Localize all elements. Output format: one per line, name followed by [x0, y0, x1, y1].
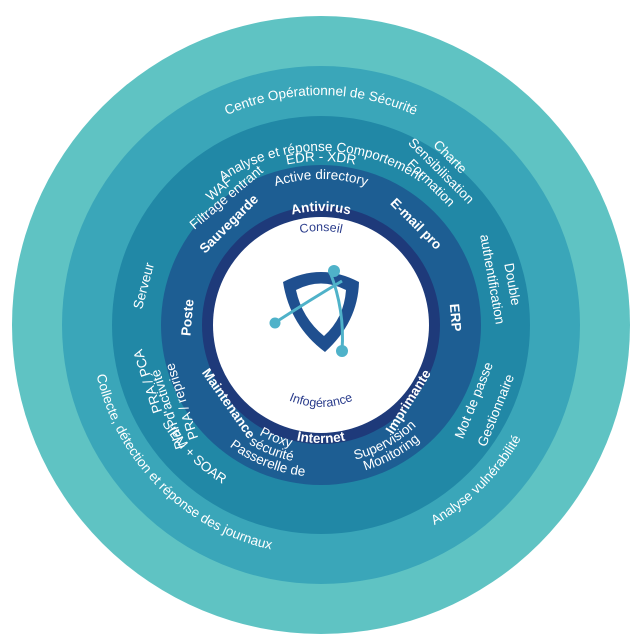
label-antivirus: Antivirus: [289, 199, 352, 218]
triangle-orbit-logo-icon: [269, 265, 359, 357]
label-erp: ERP: [447, 303, 464, 332]
label-active-directory: Active directory: [272, 167, 370, 189]
label-double: Double: [501, 262, 523, 307]
label-infogerance: Infogérance: [288, 390, 355, 410]
label-poste: Poste: [178, 298, 196, 336]
label-internet: Internet: [296, 429, 347, 447]
label-conseil: Conseil: [298, 220, 344, 236]
label-telephonie: Téléphonie: [285, 411, 357, 432]
label-edr-xdr: EDR - XDR: [285, 149, 358, 168]
